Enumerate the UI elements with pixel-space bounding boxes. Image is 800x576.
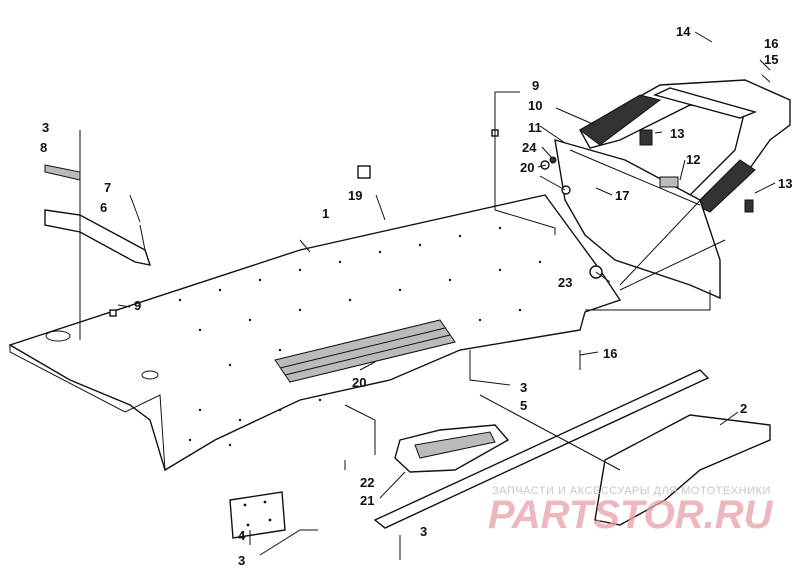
callout-3-bottom-left: 3 — [238, 553, 245, 568]
callout-labels: 1 2 3 3 3 3 4 5 6 7 8 9 9 10 11 12 13 13… — [40, 24, 792, 568]
tunnel-part — [8, 194, 622, 472]
rear-bumper-part — [579, 79, 791, 213]
callout-3-bottom: 3 — [420, 524, 427, 539]
callout-15: 15 — [764, 52, 778, 67]
callout-22: 22 — [360, 475, 374, 490]
callout-7: 7 — [104, 180, 111, 195]
callout-21: 21 — [360, 493, 374, 508]
footrest-part — [394, 424, 510, 473]
watermark-tagline: ЗАПЧАСТИ И АКСЕССУАРЫ ДЛЯ МОТОТЕХНИКИ — [492, 485, 771, 497]
callout-10: 10 — [528, 98, 542, 113]
callout-9-top: 9 — [532, 78, 539, 93]
callout-20-upper: 20 — [520, 160, 534, 175]
callout-19: 19 — [348, 188, 362, 203]
callout-6: 6 — [100, 200, 107, 215]
callout-11: 11 — [528, 120, 542, 135]
watermark-brand: PARTSTOR.RU — [488, 493, 774, 537]
callout-16-top: 16 — [764, 36, 778, 51]
callout-13-right: 13 — [778, 176, 792, 191]
side-panel-part — [594, 414, 771, 526]
callout-23: 23 — [558, 275, 572, 290]
callout-1: 1 — [322, 206, 329, 221]
callout-24: 24 — [522, 140, 537, 155]
watermark: ЗАПЧАСТИ И АКСЕССУАРЫ ДЛЯ МОТОТЕХНИКИ PA… — [488, 485, 774, 537]
callout-3-center: 3 — [520, 380, 527, 395]
callout-5: 5 — [520, 398, 527, 413]
callout-17: 17 — [615, 188, 629, 203]
callout-9-left: 9 — [134, 298, 141, 313]
callout-3-top-left: 3 — [42, 120, 49, 135]
running-board-part — [373, 369, 710, 529]
callout-8: 8 — [40, 140, 47, 155]
bracket-part — [44, 164, 152, 266]
callout-20-lower: 20 — [352, 375, 366, 390]
leader-lines — [79, 31, 776, 560]
callout-14: 14 — [676, 24, 691, 39]
callout-16-right: 16 — [603, 346, 617, 361]
callout-13-top: 13 — [670, 126, 684, 141]
license-plate-part — [229, 491, 286, 539]
callout-4: 4 — [238, 528, 246, 543]
callout-2: 2 — [740, 401, 747, 416]
callout-12: 12 — [686, 152, 700, 167]
